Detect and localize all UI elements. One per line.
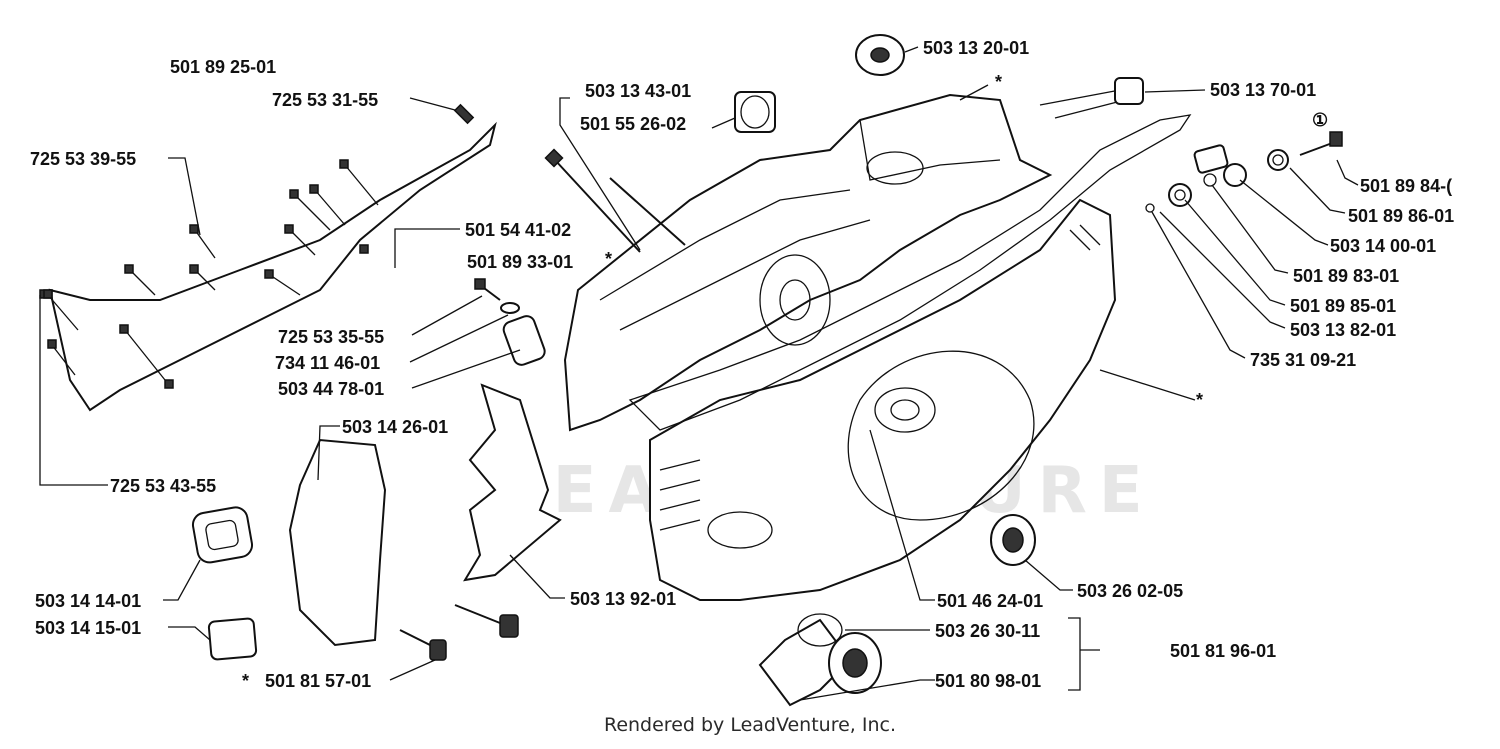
label-501-55-26-02: 501 55 26-02 xyxy=(580,114,686,134)
label-501-89-83-01: 501 89 83-01 xyxy=(1293,266,1399,286)
label-503-13-20-01: 503 13 20-01 xyxy=(923,38,1029,58)
label-503-14-26-01: 503 14 26-01 xyxy=(342,417,448,437)
label-503-14-15-01: 503 14 15-01 xyxy=(35,618,141,638)
label-725-53-31-55: 725 53 31-55 xyxy=(272,90,378,110)
asterisk-mark-2: * xyxy=(242,671,249,691)
stud-bolt-drawing xyxy=(399,604,519,661)
label-501-89-86-01: 501 89 86-01 xyxy=(1348,206,1454,226)
label-725-53-39-55: 725 53 39-55 xyxy=(30,149,136,169)
label-734-11-46-01: 734 11 46-01 xyxy=(275,353,380,373)
label-735-31-09-21: 735 31 09-21 xyxy=(1250,350,1356,370)
label-501-46-24-01: 501 46 24-01 xyxy=(937,591,1043,611)
bushing-drawing xyxy=(734,91,776,133)
seal-drawing xyxy=(990,514,1036,566)
label-503-13-82-01: 503 13 82-01 xyxy=(1290,320,1396,340)
label-501-54-41-02: 501 54 41-02 xyxy=(465,220,571,240)
footer-credit: Rendered by LeadVenture, Inc. xyxy=(603,714,897,736)
hose-drawing xyxy=(1039,77,1144,119)
label-501-81-96-01: 501 81 96-01 xyxy=(1170,641,1276,661)
label-501-89-85-01: 501 89 85-01 xyxy=(1290,296,1396,316)
oil-pump-parts-drawing xyxy=(1145,131,1343,213)
gasket-drawing xyxy=(628,114,1192,431)
asterisk-mark-1: * xyxy=(605,249,612,269)
oil-cap-assembly-drawing xyxy=(758,613,882,707)
circled-one-mark: ① xyxy=(1312,110,1328,130)
label-725-53-43-55: 725 53 43-55 xyxy=(110,476,216,496)
label-503-44-78-01: 503 44 78-01 xyxy=(278,379,384,399)
label-501-80-98-01: 501 80 98-01 xyxy=(935,671,1041,691)
asterisk-mark-4: * xyxy=(1196,390,1203,410)
guide-plate-drawing xyxy=(463,383,562,582)
label-501-89-33-01: 501 89 33-01 xyxy=(467,252,573,272)
label-725-53-35-55: 725 53 35-55 xyxy=(278,327,384,347)
label-503-13-43-01: 503 13 43-01 xyxy=(585,81,691,101)
crankcase-lower-drawing xyxy=(649,198,1117,601)
label-503-26-02-05: 503 26 02-05 xyxy=(1077,581,1183,601)
leader-lines xyxy=(39,46,1359,701)
label-503-13-70-01: 503 13 70-01 xyxy=(1210,80,1316,100)
label-503-14-14-01: 503 14 14-01 xyxy=(35,591,141,611)
cover-plate-drawing xyxy=(39,103,497,412)
label-501-81-57-01: 501 81 57-01 xyxy=(265,671,371,691)
label-503-13-92-01: 503 13 92-01 xyxy=(570,589,676,609)
crankcase-upper-drawing xyxy=(563,93,1053,432)
clip-drawings xyxy=(191,506,258,661)
label-503-14-00-01: 503 14 00-01 xyxy=(1330,236,1436,256)
label-501-89-84: 501 89 84-( xyxy=(1360,176,1452,196)
side-cover-drawing xyxy=(288,438,387,647)
label-501-89-25-01: 501 89 25-01 xyxy=(170,57,276,77)
asterisk-mark-3: * xyxy=(995,72,1002,92)
label-503-26-30-11: 503 26 30-11 xyxy=(935,621,1040,641)
long-bolt-drawing xyxy=(544,148,686,253)
cap-drawing xyxy=(855,34,905,76)
